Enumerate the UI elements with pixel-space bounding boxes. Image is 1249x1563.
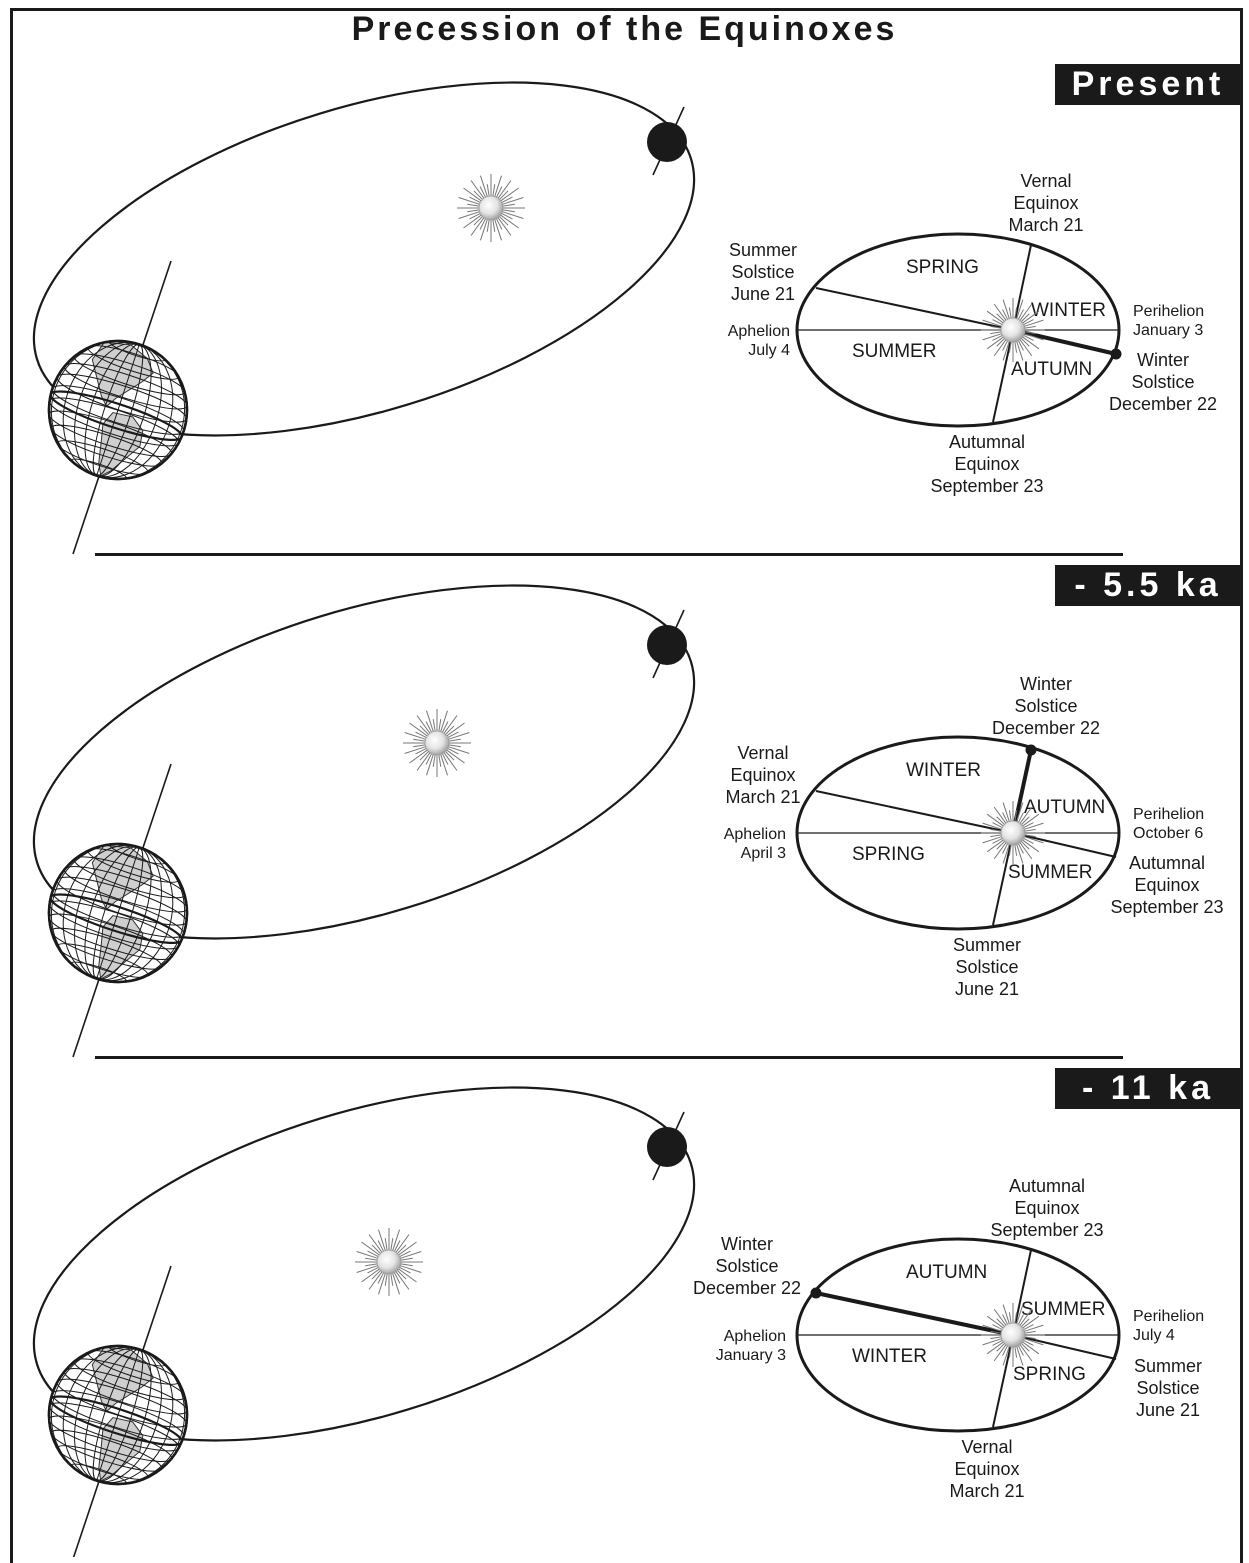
season-upper-right: SUMMER xyxy=(1021,1299,1106,1320)
season-divider-line xyxy=(992,1334,1014,1428)
earth-dark-icon xyxy=(647,609,687,679)
label-aphelion: Aphelion July 4 xyxy=(727,323,790,359)
earth-globe-icon xyxy=(47,260,189,555)
panel-5-5-ka xyxy=(32,584,1121,1058)
panel-separator xyxy=(95,553,1123,556)
label-top: Autumnal Equinox September 23 xyxy=(990,1176,1104,1240)
season-divider-line xyxy=(1011,749,1033,834)
label-right: Autumnal Equinox September 23 xyxy=(1110,853,1224,917)
season-divider-line xyxy=(1012,832,1117,858)
panel-separator xyxy=(95,1056,1123,1059)
season-lower-left: SPRING xyxy=(852,844,925,865)
season-lower-right: SPRING xyxy=(1013,1364,1086,1385)
season-divider-line xyxy=(815,287,1014,331)
era-label-present: Present xyxy=(1055,64,1241,105)
label-upper-left: Winter Solstice December 22 xyxy=(692,1234,802,1298)
season-lower-left: WINTER xyxy=(852,1346,927,1367)
orbit-ellipse xyxy=(32,584,696,940)
sun-icon xyxy=(403,709,471,777)
label-upper-left: Vernal Equinox March 21 xyxy=(725,743,801,807)
sun-icon xyxy=(981,1303,1045,1367)
season-divider-line xyxy=(992,832,1014,926)
winter-solstice-dot xyxy=(1025,744,1037,756)
label-bottom: Summer Solstice June 21 xyxy=(952,935,1021,999)
earth-globe-icon xyxy=(47,763,189,1058)
sun-icon xyxy=(457,174,525,242)
era-label-11-ka: - 11 ka xyxy=(1055,1068,1241,1109)
label-bottom: Autumnal Equinox September 23 xyxy=(930,432,1044,496)
diagram-title: Precession of the Equinoxes xyxy=(351,10,898,48)
orbit-ellipse xyxy=(32,81,696,437)
diagram-frame xyxy=(10,8,1243,1563)
label-perihelion: Perihelion January 3 xyxy=(1133,303,1205,339)
label-top: Vernal Equinox March 21 xyxy=(1008,171,1084,235)
label-bottom: Vernal Equinox March 21 xyxy=(949,1437,1025,1501)
season-divider-line xyxy=(1012,1334,1117,1360)
panel-present xyxy=(32,81,1122,555)
winter-solstice-dot xyxy=(810,1287,822,1299)
earth-dark-icon xyxy=(647,1111,687,1181)
label-aphelion: Aphelion January 3 xyxy=(715,1328,786,1364)
season-lower-right: SUMMER xyxy=(1008,862,1093,883)
season-lower-right: AUTUMN xyxy=(1011,359,1093,380)
earth-dark-icon xyxy=(647,106,687,176)
season-lower-left: SUMMER xyxy=(852,341,937,362)
label-aphelion: Aphelion April 3 xyxy=(723,826,786,862)
season-upper-left: SPRING xyxy=(906,257,979,278)
season-upper-right: WINTER xyxy=(1031,300,1106,321)
season-divider-line xyxy=(992,329,1014,423)
label-perihelion: Perihelion October 6 xyxy=(1133,806,1205,842)
season-upper-left: AUTUMN xyxy=(906,1262,988,1283)
winter-solstice-dot xyxy=(1110,348,1122,360)
season-divider-line xyxy=(1012,1249,1032,1336)
season-divider-line xyxy=(815,1291,1014,1337)
label-perihelion: Perihelion July 4 xyxy=(1133,1308,1205,1344)
panel-11-ka xyxy=(32,1086,1121,1557)
label-right: Summer Solstice June 21 xyxy=(1133,1356,1202,1420)
sun-icon xyxy=(981,801,1045,865)
label-upper-left: Summer Solstice June 21 xyxy=(728,240,797,304)
season-upper-right: AUTUMN xyxy=(1024,797,1106,818)
season-divider-line xyxy=(815,790,1014,834)
season-divider-line xyxy=(1012,244,1032,331)
sun-icon xyxy=(981,298,1045,362)
label-top: Winter Solstice December 22 xyxy=(991,674,1101,738)
sun-icon xyxy=(355,1228,423,1296)
label-right: Winter Solstice December 22 xyxy=(1108,350,1218,414)
era-label-5-5-ka: - 5.5 ka xyxy=(1055,565,1241,606)
season-upper-left: WINTER xyxy=(906,760,981,781)
season-divider-line xyxy=(1012,328,1117,356)
orbit-ellipse xyxy=(32,1086,696,1442)
earth-globe-icon xyxy=(47,1265,189,1557)
